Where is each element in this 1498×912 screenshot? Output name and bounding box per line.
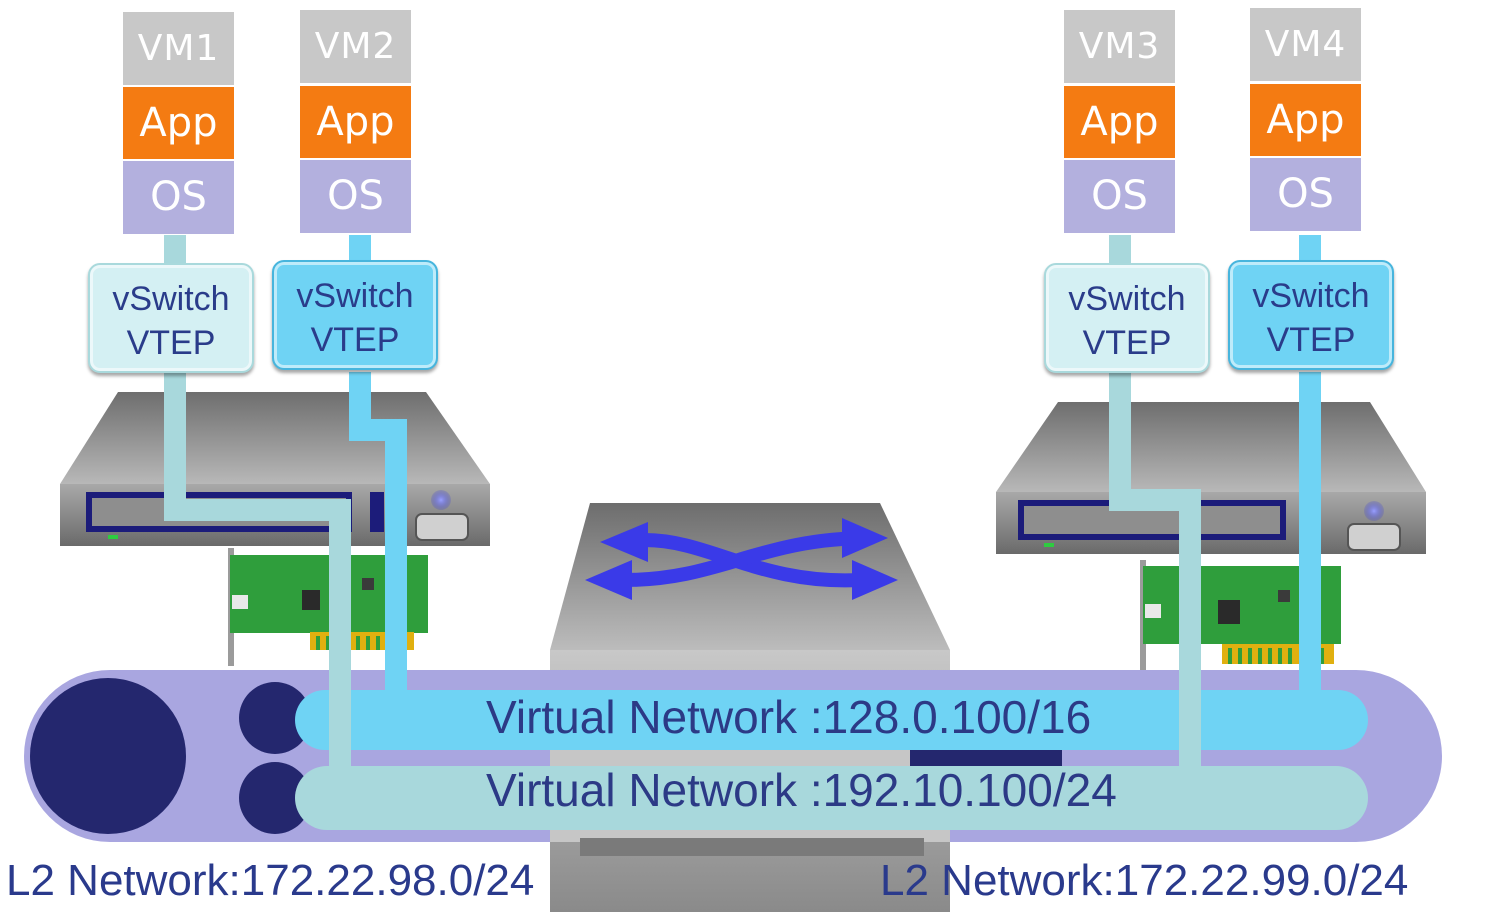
vtep-vm2: vSwitch VTEP [272, 260, 438, 370]
virtual-network-tube-1 [295, 690, 1368, 750]
vm2-app-layer: App [300, 86, 411, 158]
virtual-network-label-2: Virtual Network :192.10.100/24 [486, 764, 1117, 816]
vm1-os-layer: OS [123, 161, 234, 234]
vm1-header: VM1 [123, 12, 234, 85]
vm2-os-layer: OS [300, 160, 411, 233]
vtep-vm3-line1: vSwitch [1068, 280, 1186, 318]
server-icon-right [996, 402, 1426, 554]
vtep-vm1-line2: VTEP [126, 324, 216, 362]
vtep-vm2-line1: vSwitch [296, 277, 414, 315]
vm4-os-layer: OS [1250, 158, 1361, 231]
l2-network-label-right: L2 Network:172.22.99.0/24 [880, 856, 1409, 905]
server-icon-left [60, 392, 490, 546]
l2-network-label-left: L2 Network:172.22.98.0/24 [6, 856, 535, 905]
vm3-os-layer: OS [1064, 160, 1175, 233]
vm4-header: VM4 [1250, 8, 1361, 81]
vtep-vm1: vSwitch VTEP [88, 263, 254, 373]
vtep-vm4-line1: vSwitch [1252, 277, 1370, 315]
vtep-vm2-line2: VTEP [310, 321, 400, 359]
vtep-vm3-line2: VTEP [1082, 324, 1172, 362]
vm4-app-layer: App [1250, 84, 1361, 156]
vtep-vm1-line1: vSwitch [112, 280, 230, 318]
vtep-vm3: vSwitch VTEP [1044, 263, 1210, 373]
vtep-vm4-line2: VTEP [1266, 321, 1356, 359]
vm1-app-layer: App [123, 87, 234, 159]
vtep-vm4: vSwitch VTEP [1228, 260, 1394, 370]
vm3-header: VM3 [1064, 10, 1175, 83]
vm2-header: VM2 [300, 10, 411, 83]
arrows-crossing-icon [585, 518, 898, 600]
virtual-network-tube-2 [295, 766, 1368, 830]
vm-links [164, 235, 1321, 770]
vm3-app-layer: App [1064, 86, 1175, 158]
virtual-network-label-1: Virtual Network :128.0.100/16 [486, 691, 1092, 743]
